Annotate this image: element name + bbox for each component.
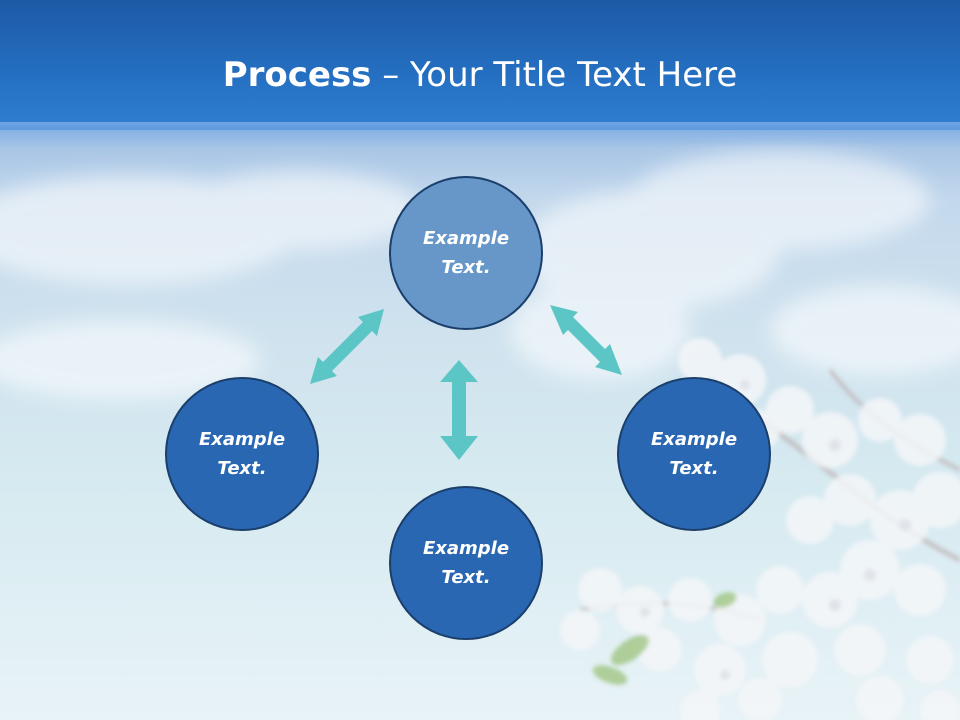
slide-title: Process – Your Title Text Here (0, 50, 960, 100)
process-node-bottom[interactable]: Example Text. (389, 486, 543, 640)
title-bar-glow (0, 122, 960, 148)
process-node-left[interactable]: Example Text. (165, 377, 319, 531)
process-node-left-label: Example Text. (198, 429, 286, 479)
title-bar (0, 0, 960, 130)
title-rest: – Your Title Text Here (371, 55, 738, 95)
process-node-right-label: Example Text. (650, 429, 738, 479)
process-node-right[interactable]: Example Text. (617, 377, 771, 531)
arrow-top-right-double (550, 305, 622, 375)
cloud-shapes (0, 150, 960, 400)
process-node-top-label: Example Text. (422, 228, 510, 278)
title-bold-part: Process (222, 55, 372, 95)
arrow-top-left-double (310, 309, 384, 384)
arrow-vertical-double (440, 360, 478, 460)
process-node-bottom-label: Example Text. (422, 538, 510, 588)
process-node-top[interactable]: Example Text. (389, 176, 543, 330)
